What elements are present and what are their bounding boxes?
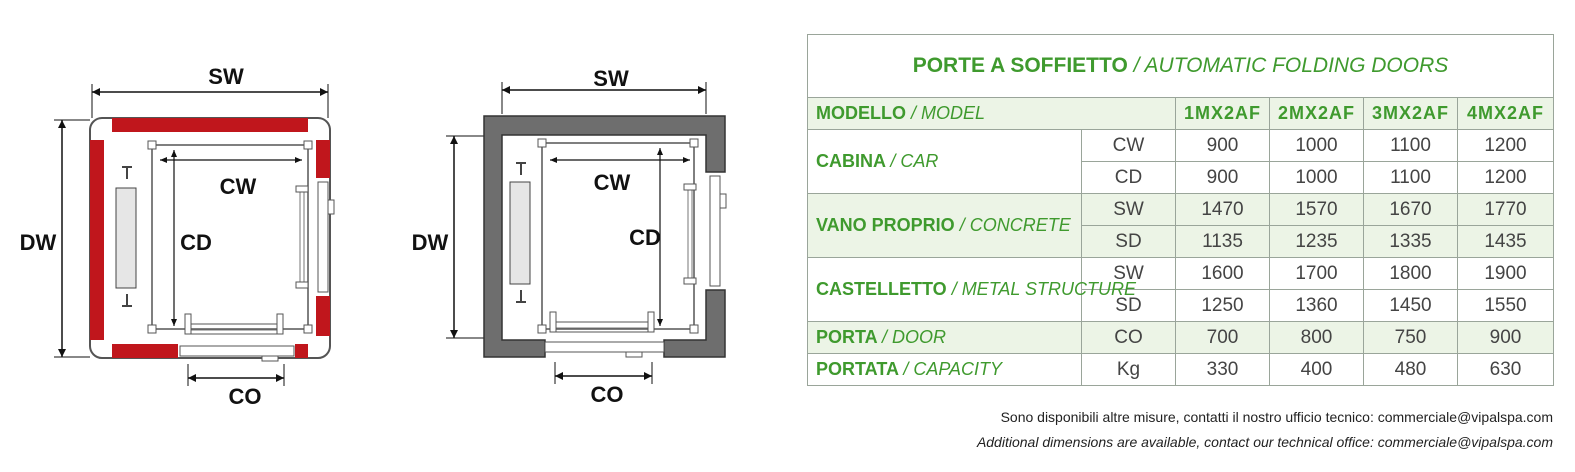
value-cell: 1235 [1269, 225, 1364, 258]
spec-table: PORTE A SOFFIETTO / AUTOMATIC FOLDING DO… [807, 34, 1554, 386]
model-header: 4MX2AF [1457, 97, 1554, 130]
wall-top [112, 118, 308, 132]
dw-label: DW [412, 230, 449, 255]
model-row-label: MODELLO / MODEL [807, 97, 1176, 130]
concrete-diagram: SW DW CW CD CO [400, 0, 780, 472]
value-cell: 750 [1363, 321, 1458, 354]
dw-label: DW [20, 230, 57, 255]
value-cell: 1800 [1363, 257, 1458, 290]
value-cell: 1100 [1363, 161, 1458, 194]
value-cell: 1450 [1363, 289, 1458, 322]
value-cell: 1550 [1457, 289, 1554, 322]
wall-bottom-left [112, 344, 178, 358]
metal-structure-diagram: SW DW CW CD CO [0, 0, 380, 472]
value-cell: 330 [1175, 353, 1270, 386]
model-header: 3MX2AF [1363, 97, 1458, 130]
value-cell: 1670 [1363, 193, 1458, 226]
group-label: CASTELLETTO / METAL STRUCTURE [807, 257, 1136, 322]
dimension-code: Kg [1081, 353, 1176, 386]
group-label: CABINA / CAR [807, 129, 1082, 194]
value-cell: 1360 [1269, 289, 1364, 322]
model-header: 2MX2AF [1269, 97, 1364, 130]
car-outline [541, 142, 695, 330]
value-cell: 1335 [1363, 225, 1458, 258]
group-label: PORTA / DOOR [807, 321, 1082, 354]
wall-right-bottom [316, 296, 330, 336]
model-header-row: MODELLO / MODEL 1MX2AF 2MX2AF 3MX2AF 4MX… [807, 97, 1554, 130]
dimension-code: SW [1081, 193, 1176, 226]
dimension-code: CD [1081, 161, 1176, 194]
value-cell: 400 [1269, 353, 1364, 386]
value-cell: 630 [1457, 353, 1554, 386]
value-cell: 700 [1175, 321, 1270, 354]
value-cell: 1600 [1175, 257, 1270, 290]
value-cell: 800 [1269, 321, 1364, 354]
dimension-code: CO [1081, 321, 1176, 354]
sw-label: SW [208, 64, 244, 89]
cd-label: CD [180, 230, 212, 255]
value-cell: 1250 [1175, 289, 1270, 322]
model-header: 1MX2AF [1175, 97, 1270, 130]
value-cell: 1900 [1457, 257, 1554, 290]
value-cell: 1200 [1457, 161, 1554, 194]
table-title: PORTE A SOFFIETTO / AUTOMATIC FOLDING DO… [807, 34, 1554, 98]
value-cell: 480 [1363, 353, 1458, 386]
value-cell: 1470 [1175, 193, 1270, 226]
value-cell: 1100 [1363, 129, 1458, 162]
wall-bottom-right [295, 344, 308, 358]
concrete-wall-right [663, 289, 726, 358]
value-cell: 1700 [1269, 257, 1364, 290]
co-label: CO [591, 382, 624, 407]
cd-label: CD [629, 225, 661, 250]
value-cell: 900 [1457, 321, 1554, 354]
concrete-wall-main [483, 115, 726, 358]
wall-left [90, 140, 104, 340]
value-cell: 1000 [1269, 161, 1364, 194]
co-label: CO [229, 384, 262, 409]
dimension-code: CW [1081, 129, 1176, 162]
note-english: Additional dimensions are available, con… [976, 434, 1553, 450]
sw-label: SW [593, 66, 629, 91]
dimension-code: SD [1081, 289, 1176, 322]
note-italian: Sono disponibili altre misure, contatti … [1000, 409, 1553, 425]
value-cell: 1200 [1457, 129, 1554, 162]
dimension-code: SW [1081, 257, 1176, 290]
value-cell: 1570 [1269, 193, 1364, 226]
group-label: PORTATA / CAPACITY [807, 353, 1082, 386]
table-title-row: PORTE A SOFFIETTO / AUTOMATIC FOLDING DO… [807, 34, 1554, 98]
value-cell: 900 [1175, 161, 1270, 194]
value-cell: 1000 [1269, 129, 1364, 162]
group-label: VANO PROPRIO / CONCRETE [807, 193, 1082, 258]
car-outline [151, 144, 309, 330]
dimension-code: SD [1081, 225, 1176, 258]
value-cell: 900 [1175, 129, 1270, 162]
value-cell: 1435 [1457, 225, 1554, 258]
cw-label: CW [220, 174, 257, 199]
value-cell: 1770 [1457, 193, 1554, 226]
value-cell: 1135 [1175, 225, 1270, 258]
cw-label: CW [594, 170, 631, 195]
wall-right-top [316, 140, 330, 178]
